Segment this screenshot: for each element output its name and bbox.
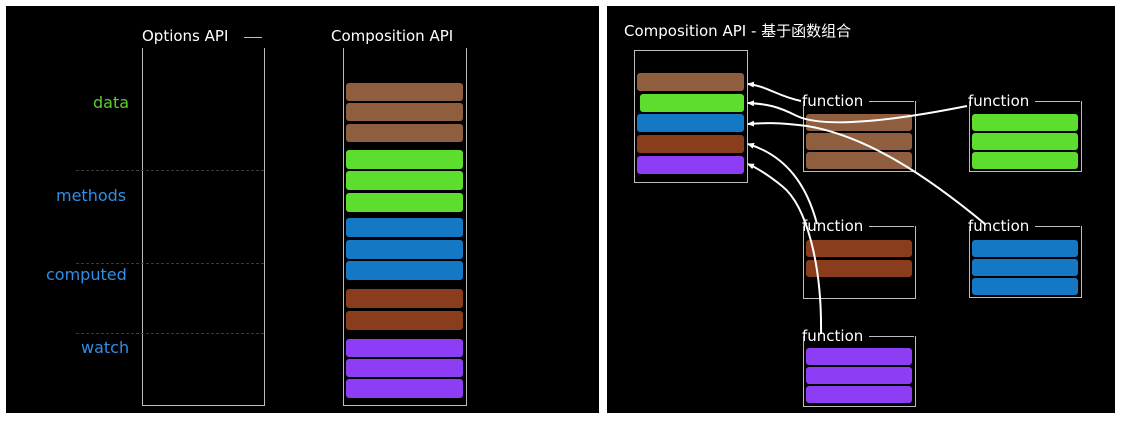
function-methods-block <box>972 152 1078 169</box>
function-box-purple <box>803 336 916 407</box>
composition-api-title: Composition API <box>331 27 454 45</box>
function-head-rule <box>869 336 914 337</box>
data-block <box>346 83 463 101</box>
data-block <box>346 103 463 121</box>
function-head-rule <box>1035 226 1080 227</box>
function-head-rule <box>1035 101 1080 102</box>
options-title-rule <box>244 37 262 38</box>
function-watch-block <box>806 240 912 257</box>
function-methods-block <box>972 133 1078 150</box>
data-block <box>346 124 463 142</box>
section-label-methods: methods <box>56 186 127 205</box>
methods-block <box>346 193 463 212</box>
component-watch-purple-block <box>637 156 744 174</box>
watch-purple-block <box>346 379 463 398</box>
options-api-title: Options API <box>142 27 229 45</box>
function-box-methods <box>969 101 1082 172</box>
watch-purple-block <box>346 359 463 377</box>
computed-block <box>346 240 463 259</box>
function-box-computed <box>969 226 1082 298</box>
function-computed-block <box>972 240 1078 257</box>
function-box-watch <box>803 226 916 299</box>
watch-purple-block <box>346 339 463 357</box>
section-divider <box>76 263 264 264</box>
function-purple-block <box>806 367 912 384</box>
component-column <box>634 50 748 183</box>
arrow-function-computed-to-component <box>747 120 986 225</box>
function-methods-block <box>972 114 1078 131</box>
function-head-rule <box>869 101 914 102</box>
composition-function-title: Composition API - 基于函数组合 <box>624 22 852 40</box>
component-watch-block <box>637 135 744 153</box>
function-computed-block <box>972 278 1078 295</box>
section-label-watch: watch <box>81 338 130 357</box>
function-data-block <box>806 152 912 169</box>
function-label: function <box>968 92 1030 110</box>
function-watch-block <box>806 260 912 277</box>
function-purple-block <box>806 348 912 365</box>
composition-arrows <box>747 81 986 335</box>
function-computed-block <box>972 259 1078 276</box>
component-methods-block <box>640 94 744 112</box>
component-data-block <box>637 73 744 91</box>
composition-api-column <box>343 48 467 406</box>
function-purple-block <box>806 386 912 403</box>
component-computed-block <box>637 114 744 132</box>
arrow-function-methods-to-component <box>747 100 968 124</box>
section-label-computed: computed <box>46 265 127 284</box>
section-label-data: data <box>93 93 130 112</box>
arrow-function-data-to-component <box>747 81 802 102</box>
section-divider <box>76 333 264 334</box>
computed-block <box>346 261 463 280</box>
section-divider <box>76 170 264 171</box>
options-vs-composition-panel: Options API Composition API data methods… <box>6 6 599 413</box>
watch-block <box>346 289 463 308</box>
arrow-function-watch-to-component <box>747 142 818 225</box>
function-label: function <box>802 327 864 345</box>
methods-block <box>346 171 463 190</box>
watch-block <box>346 311 463 330</box>
options-api-column <box>142 48 265 406</box>
function-label: function <box>802 92 864 110</box>
function-head-rule <box>869 226 914 227</box>
function-box-data <box>803 101 916 172</box>
methods-block <box>346 150 463 169</box>
composition-function-panel: Composition API - 基于函数组合 function functi… <box>607 6 1115 413</box>
arrow-function-purple-to-component <box>747 163 823 335</box>
computed-block <box>346 218 463 237</box>
